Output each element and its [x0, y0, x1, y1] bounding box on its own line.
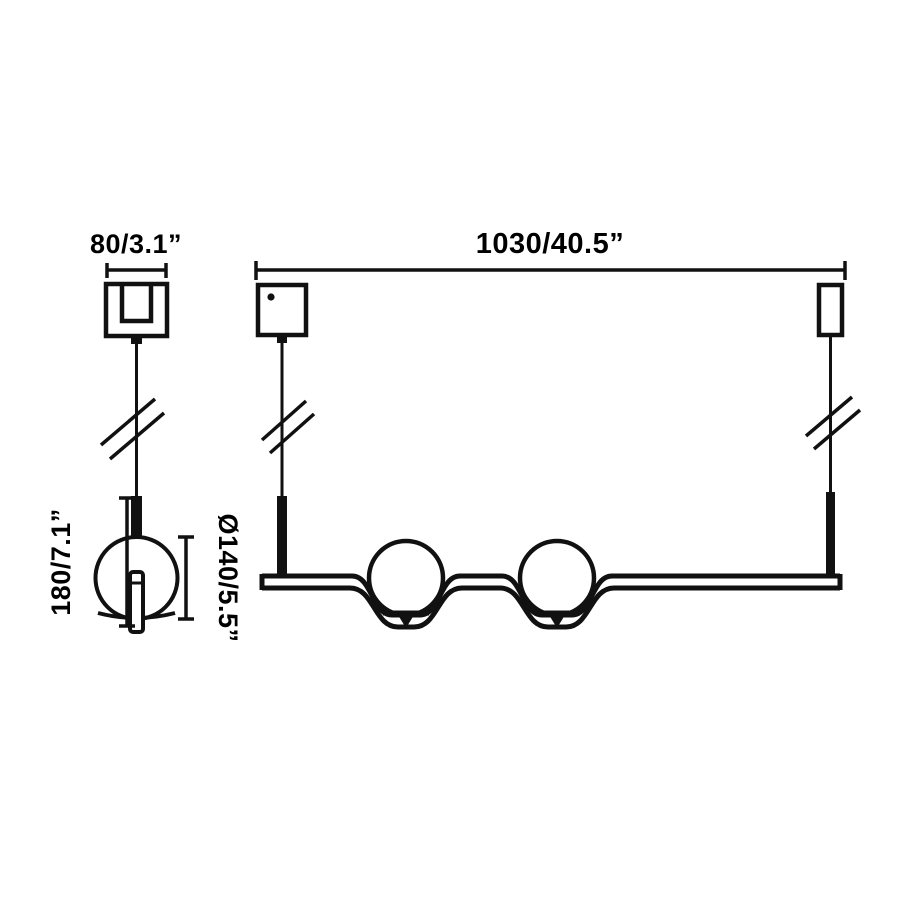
spherical-glass-globe-2: [517, 538, 597, 628]
cone-reflector-triangle-2: [549, 615, 565, 628]
overall-length-dimension-label: 1030/40.5”: [476, 228, 625, 260]
suspension-rod-left: [277, 496, 287, 576]
globe-diameter-dimension-line: [178, 535, 194, 621]
canopy-width-dimension-label: 80/3.1”: [90, 229, 182, 259]
overall-length-dimension-line: [254, 261, 847, 280]
canopy-front-left: [255, 282, 309, 343]
spherical-glass-globe-1: [366, 538, 446, 628]
side-view-group: 80/3.1”: [46, 229, 243, 643]
drop-height-dimension-label: 180/7.1”: [46, 508, 76, 616]
canopy-width-dimension-line: [105, 263, 168, 278]
cone-reflector-triangle-1: [398, 615, 414, 628]
cable-break-mark-right: [804, 395, 862, 451]
canopy-dimple-icon: [267, 293, 275, 301]
globe-diameter-dimension-label: Ø140/5.5”: [213, 513, 243, 642]
undulating-horizontal-bar: [259, 573, 843, 630]
drop-height-dimension-line: [119, 496, 135, 628]
front-view-group: 1030/40.5”: [254, 228, 862, 630]
suspension-rod-right: [826, 492, 835, 576]
cable-break-mark-left: [260, 399, 316, 455]
canopy-side-view: [103, 281, 170, 344]
canopy-front-right: [816, 282, 845, 338]
lamp-socket-tube-side: [128, 570, 145, 634]
cable-break-mark-side: [99, 397, 166, 461]
